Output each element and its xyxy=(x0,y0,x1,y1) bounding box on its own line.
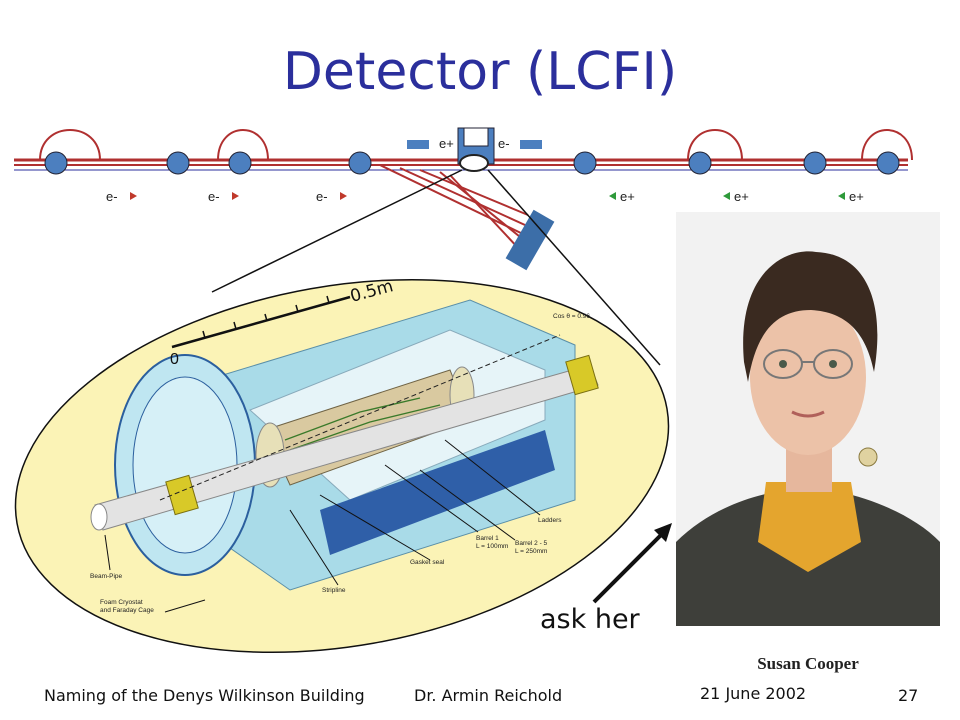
portrait-photo xyxy=(676,212,940,626)
beam-label-6: e+ xyxy=(849,189,864,204)
beam-label-2: e- xyxy=(208,189,220,204)
callout-gasket: Gasket seal xyxy=(410,559,445,566)
zoom-line-right xyxy=(487,169,661,366)
beam-label-5: e+ xyxy=(734,189,749,204)
callout-barrel1-length: L = 100mm xyxy=(476,543,508,550)
photo-caption: Susan Cooper xyxy=(757,654,859,673)
scale-zero-label: 0 xyxy=(170,351,179,368)
beam-label-3: e- xyxy=(316,189,328,204)
beam-label-4: e+ xyxy=(620,189,635,204)
callout-barrel25-name: Barrel 2 - 5 xyxy=(515,540,548,547)
arrow-to-photo xyxy=(592,523,672,604)
footer-page-number: 27 xyxy=(898,686,919,705)
footer-presentation-title: Naming of the Denys Wilkinson Building xyxy=(44,686,365,705)
vertex-detector-drawing: 0 0.5m Cos θ = 0.96 Ladders Barrel 1 L =… xyxy=(90,276,599,614)
callout-beampipe: Beam-Pipe xyxy=(90,573,123,580)
footer-author: Dr. Armin Reichold xyxy=(414,686,563,705)
ask-her-annotation: ask her xyxy=(540,604,640,635)
footer-date: 21 June 2002 xyxy=(700,684,807,703)
callout-barrel1-name: Barrel 1 xyxy=(476,535,499,542)
beam-label-top-2: e- xyxy=(498,136,510,151)
beam-label-top-1: e+ xyxy=(439,136,454,151)
beam-label-1: e- xyxy=(106,189,118,204)
callout-ladders: Ladders xyxy=(538,517,562,524)
beamline: e+ e- e- e- e- e+ e+ e+ xyxy=(14,127,913,271)
slide-title: Detector (LCFI) xyxy=(282,42,678,102)
callout-cryostat-2: and Faraday Cage xyxy=(100,607,154,614)
cos-theta-label: Cos θ = 0.96 xyxy=(553,313,590,320)
callout-cryostat-1: Foam Cryostat xyxy=(100,599,143,606)
callout-stripline: Stripline xyxy=(322,587,346,594)
zoom-line-left xyxy=(211,169,463,293)
callout-barrel25-length: L = 250mm xyxy=(515,548,547,555)
